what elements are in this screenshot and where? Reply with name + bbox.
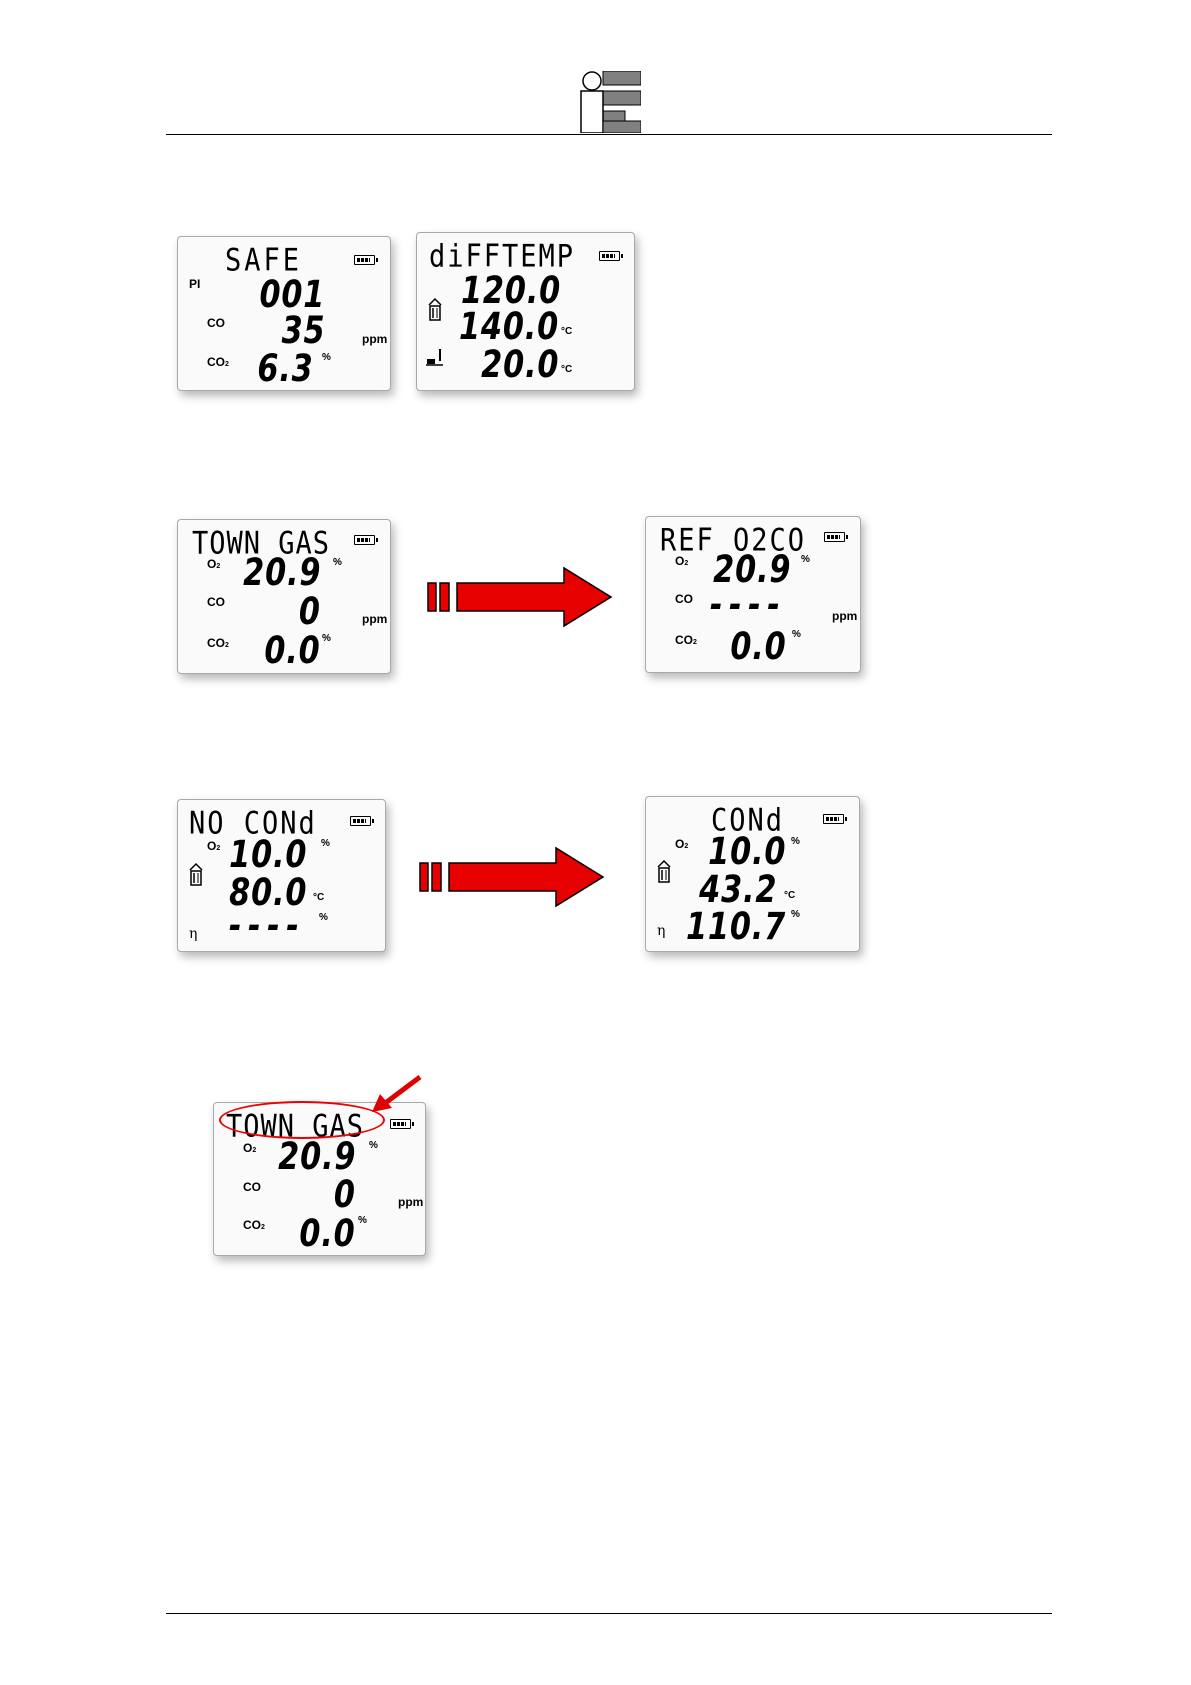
- company-logo: [579, 71, 641, 133]
- lcd-screen-town-gas: TOWN GAS O2 20.9 % CO 0 ppm CO2 0.0 %: [177, 519, 391, 674]
- footer-rule: [166, 1613, 1052, 1614]
- o2-label-text: O: [207, 557, 216, 571]
- co2-unit: %: [322, 352, 331, 363]
- eta-unit: %: [791, 909, 800, 920]
- co2-value: 0.0: [731, 625, 787, 668]
- co2-label: CO2: [207, 636, 229, 650]
- co-value: 0: [334, 1173, 356, 1216]
- row2-value: 140.0: [459, 305, 559, 348]
- lcd-screen-safe: SAFE PI 001 CO 35 ppm CO2 6.3 %: [177, 236, 391, 391]
- o2-unit: %: [321, 838, 330, 849]
- lcd-screen-no-cond: NO CONd O2 10.0 % 80.0 °C η ---- %: [177, 799, 386, 952]
- o2-value: 10.0: [708, 830, 786, 873]
- o2-value: 20.9: [243, 551, 321, 594]
- o2-label: O2: [675, 837, 688, 851]
- co2-label-sub: 2: [225, 361, 229, 368]
- o2-label: O2: [675, 554, 688, 568]
- chimney-icon: [427, 297, 443, 321]
- o2-label-text: O: [675, 837, 684, 851]
- co2-unit: %: [322, 633, 331, 644]
- co-unit: ppm: [398, 1195, 423, 1209]
- eta-unit: %: [319, 912, 328, 923]
- co2-label: CO2: [243, 1218, 265, 1232]
- co2-label-sub: 2: [693, 639, 697, 646]
- battery-icon: [599, 251, 620, 261]
- co2-label: CO2: [675, 633, 697, 647]
- red-arrow-icon: [426, 566, 616, 628]
- o2-unit: %: [333, 557, 342, 568]
- co2-label: CO2: [207, 355, 229, 369]
- o2-label-sub: 2: [216, 563, 220, 570]
- co-unit: ppm: [832, 609, 857, 623]
- red-pointer-arrow-icon: [370, 1074, 424, 1114]
- pi-label: PI: [189, 277, 200, 291]
- co-value: 0: [299, 590, 321, 633]
- co2-label-sub: 2: [225, 642, 229, 649]
- co-label: CO: [207, 316, 225, 330]
- o2-label-sub: 2: [684, 560, 688, 567]
- co2-value: 0.0: [265, 629, 321, 672]
- temp-unit: °C: [784, 890, 795, 901]
- lcd-screen-ref-o2co: REF O2CO O2 20.9 % CO ---- ppm CO2 0.0 %: [645, 516, 861, 673]
- battery-icon: [823, 814, 844, 824]
- o2-value: 20.9: [278, 1135, 356, 1178]
- chimney-icon: [656, 859, 672, 883]
- co2-unit: %: [358, 1215, 367, 1226]
- battery-icon: [350, 816, 371, 826]
- o2-unit: %: [801, 554, 810, 565]
- red-arrow-icon: [418, 846, 608, 908]
- co-label: CO: [675, 592, 693, 606]
- o2-label: O2: [207, 557, 220, 571]
- header-rule: [166, 134, 1052, 135]
- o2-label-text: O: [207, 839, 216, 853]
- co2-value: 0.0: [300, 1212, 356, 1255]
- row3-unit: °C: [561, 364, 572, 375]
- o2-label-sub: 2: [252, 1147, 256, 1154]
- battery-icon: [824, 532, 845, 542]
- o2-unit: %: [369, 1140, 378, 1151]
- battery-icon: [390, 1119, 411, 1129]
- co-value: 35: [281, 309, 325, 352]
- eta-label: η: [189, 926, 197, 942]
- o2-label-text: O: [243, 1141, 252, 1155]
- co-unit: ppm: [362, 332, 387, 346]
- o2-label: O2: [207, 839, 220, 853]
- co2-label-text: CO: [675, 633, 693, 647]
- co2-label-text: CO: [243, 1218, 261, 1232]
- o2-value: 10.0: [229, 833, 307, 876]
- row2-unit: °C: [561, 326, 572, 337]
- o2-unit: %: [791, 836, 800, 847]
- chimney-icon: [188, 862, 204, 886]
- co-label: CO: [207, 595, 225, 609]
- co2-label-text: CO: [207, 636, 225, 650]
- o2-label: O2: [243, 1141, 256, 1155]
- co-label: CO: [243, 1180, 261, 1194]
- eta-value: 110.7: [686, 905, 786, 948]
- co2-value: 6.3: [258, 347, 314, 390]
- ambient-temp-icon: [425, 347, 445, 367]
- eta-value: ----: [228, 904, 305, 947]
- highlight-ellipse: [219, 1101, 385, 1139]
- battery-icon: [354, 535, 375, 545]
- co-value: ----: [709, 583, 786, 626]
- eta-label: η: [657, 923, 665, 939]
- co-unit: ppm: [362, 612, 387, 626]
- co2-label-sub: 2: [261, 1224, 265, 1231]
- co2-label-text: CO: [207, 355, 225, 369]
- battery-icon: [354, 255, 375, 265]
- o2-label-sub: 2: [216, 845, 220, 852]
- o2-label-text: O: [675, 554, 684, 568]
- temp-unit: °C: [313, 892, 324, 903]
- lcd-screen-cond: CONd O2 10.0 % 43.2 °C η 110.7 %: [645, 796, 860, 952]
- lcd-screen-difftemp: diFFTEMP 120.0 140.0 °C 20.0 °C: [416, 232, 635, 391]
- row3-value: 20.0: [481, 343, 559, 386]
- o2-label-sub: 2: [684, 843, 688, 850]
- co2-unit: %: [792, 629, 801, 640]
